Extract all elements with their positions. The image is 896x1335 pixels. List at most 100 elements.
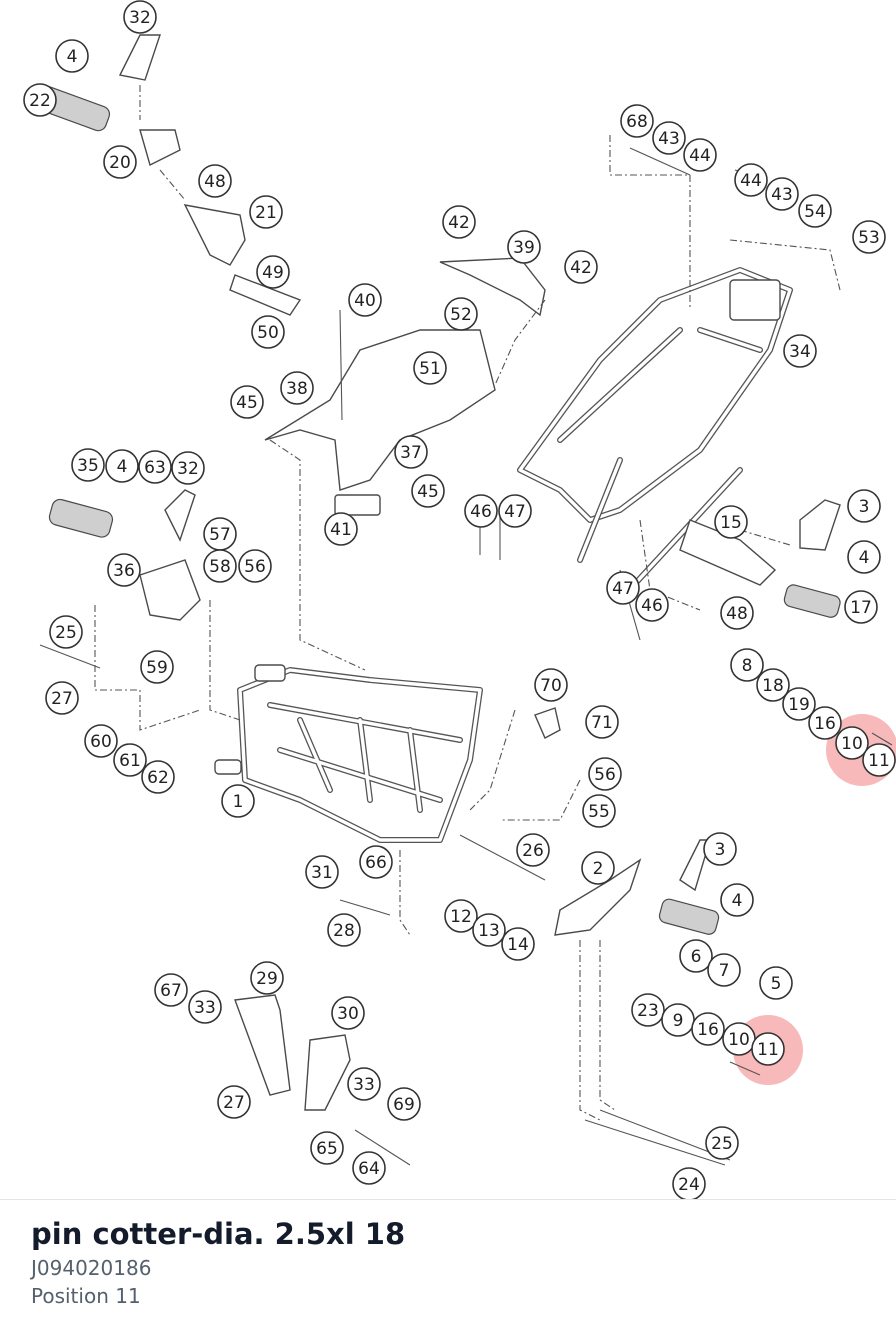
callout-65[interactable]: 65	[310, 1131, 344, 1165]
callout-70[interactable]: 70	[534, 668, 568, 702]
callout-label: 10	[841, 734, 863, 754]
callout-34[interactable]: 34	[783, 334, 817, 368]
callout-15[interactable]: 15	[714, 505, 748, 539]
callout-42[interactable]: 42	[442, 205, 476, 239]
callout-41[interactable]: 41	[324, 512, 358, 546]
callout-10[interactable]: 10	[835, 726, 869, 760]
callout-35[interactable]: 35	[71, 448, 105, 482]
callout-40[interactable]: 40	[348, 283, 382, 317]
callout-8[interactable]: 8	[730, 648, 764, 682]
callout-61[interactable]: 61	[113, 743, 147, 777]
callout-4[interactable]: 4	[847, 540, 881, 574]
callout-42[interactable]: 42	[564, 250, 598, 284]
callout-44[interactable]: 44	[683, 138, 717, 172]
callout-7[interactable]: 7	[707, 953, 741, 987]
callout-62[interactable]: 62	[141, 760, 175, 794]
callout-29[interactable]: 29	[250, 961, 284, 995]
callout-45[interactable]: 45	[411, 474, 445, 508]
callout-6[interactable]: 6	[679, 939, 713, 973]
callout-67[interactable]: 67	[154, 973, 188, 1007]
callout-56[interactable]: 56	[588, 757, 622, 791]
callout-label: 59	[146, 658, 168, 678]
callout-60[interactable]: 60	[84, 724, 118, 758]
callout-18[interactable]: 18	[756, 668, 790, 702]
callout-48[interactable]: 48	[720, 596, 754, 630]
callout-2[interactable]: 2	[581, 851, 615, 885]
callout-25[interactable]: 25	[49, 615, 83, 649]
callout-37[interactable]: 37	[394, 435, 428, 469]
callout-23[interactable]: 23	[631, 993, 665, 1027]
callout-circle	[331, 996, 365, 1030]
callout-31[interactable]: 31	[305, 855, 339, 889]
callout-56[interactable]: 56	[238, 549, 272, 583]
callout-13[interactable]: 13	[472, 913, 506, 947]
callout-58[interactable]: 58	[203, 549, 237, 583]
callout-71[interactable]: 71	[585, 705, 619, 739]
callout-33[interactable]: 33	[188, 990, 222, 1024]
callout-16[interactable]: 16	[691, 1012, 725, 1046]
callout-16[interactable]: 16	[808, 706, 842, 740]
callout-26[interactable]: 26	[516, 833, 550, 867]
callout-21[interactable]: 21	[249, 195, 283, 229]
callout-19[interactable]: 19	[782, 687, 816, 721]
callout-32[interactable]: 32	[171, 451, 205, 485]
callout-27[interactable]: 27	[217, 1085, 251, 1119]
callout-22[interactable]: 22	[23, 83, 57, 117]
callout-circle	[679, 939, 713, 973]
callout-25[interactable]: 25	[705, 1126, 739, 1160]
callout-68[interactable]: 68	[620, 104, 654, 138]
callout-47[interactable]: 47	[606, 571, 640, 605]
callout-label: 70	[540, 676, 562, 696]
callout-28[interactable]: 28	[327, 913, 361, 947]
callout-39[interactable]: 39	[507, 230, 541, 264]
callout-11[interactable]: 11	[751, 1032, 785, 1066]
callout-48[interactable]: 48	[198, 164, 232, 198]
callout-4[interactable]: 4	[105, 449, 139, 483]
callout-circle	[310, 1131, 344, 1165]
callout-43[interactable]: 43	[652, 121, 686, 155]
callout-59[interactable]: 59	[140, 650, 174, 684]
callout-5[interactable]: 5	[759, 966, 793, 1000]
callout-44[interactable]: 44	[734, 163, 768, 197]
callout-4[interactable]: 4	[55, 39, 89, 73]
callout-46[interactable]: 46	[464, 494, 498, 528]
callout-17[interactable]: 17	[844, 590, 878, 624]
callout-label: 68	[626, 112, 648, 132]
callout-54[interactable]: 54	[798, 194, 832, 228]
callout-11[interactable]: 11	[862, 743, 896, 777]
callout-47[interactable]: 47	[498, 494, 532, 528]
callout-20[interactable]: 20	[103, 145, 137, 179]
callout-57[interactable]: 57	[203, 517, 237, 551]
callout-9[interactable]: 9	[661, 1003, 695, 1037]
callout-45[interactable]: 45	[230, 385, 264, 419]
callout-3[interactable]: 3	[847, 489, 881, 523]
callout-12[interactable]: 12	[444, 899, 478, 933]
callout-circle	[765, 177, 799, 211]
callout-4[interactable]: 4	[720, 883, 754, 917]
callout-55[interactable]: 55	[582, 794, 616, 828]
callout-49[interactable]: 49	[256, 255, 290, 289]
callout-24[interactable]: 24	[672, 1167, 706, 1200]
callout-43[interactable]: 43	[765, 177, 799, 211]
callout-36[interactable]: 36	[107, 553, 141, 587]
callout-63[interactable]: 63	[138, 450, 172, 484]
callout-32[interactable]: 32	[123, 0, 157, 34]
callout-46[interactable]: 46	[635, 588, 669, 622]
callout-circle	[498, 494, 532, 528]
callout-38[interactable]: 38	[280, 371, 314, 405]
callout-30[interactable]: 30	[331, 996, 365, 1030]
callout-52[interactable]: 52	[444, 297, 478, 331]
callout-64[interactable]: 64	[352, 1151, 386, 1185]
callout-3[interactable]: 3	[703, 832, 737, 866]
callout-circle	[348, 283, 382, 317]
callout-69[interactable]: 69	[387, 1087, 421, 1121]
callout-1[interactable]: 1	[221, 784, 255, 818]
callout-51[interactable]: 51	[413, 351, 447, 385]
callout-50[interactable]: 50	[251, 315, 285, 349]
callout-33[interactable]: 33	[347, 1067, 381, 1101]
callout-10[interactable]: 10	[722, 1022, 756, 1056]
callout-14[interactable]: 14	[501, 927, 535, 961]
callout-27[interactable]: 27	[45, 681, 79, 715]
callout-53[interactable]: 53	[852, 220, 886, 254]
callout-66[interactable]: 66	[359, 845, 393, 879]
